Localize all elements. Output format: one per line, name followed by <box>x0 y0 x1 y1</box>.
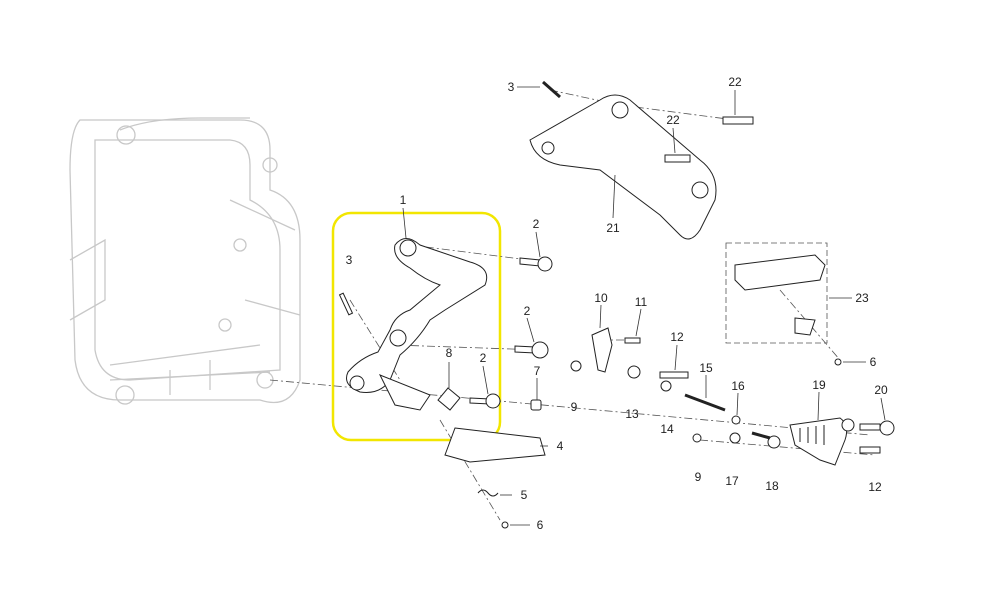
parts <box>338 80 895 529</box>
part-23-footpeg <box>734 254 826 291</box>
highlight-box <box>331 211 502 442</box>
callout-17: 17 <box>725 474 739 488</box>
callout-23: 23 <box>855 291 869 305</box>
callout-11: 11 <box>635 295 648 309</box>
callout-2: 2 <box>480 351 487 365</box>
callout-9: 9 <box>571 400 578 414</box>
part-8-plate <box>437 387 461 411</box>
callout-21: 21 <box>606 221 620 235</box>
callout-5: 5 <box>521 488 528 502</box>
callout-6: 6 <box>537 518 544 532</box>
callout-2: 2 <box>533 217 540 231</box>
group-box-23 <box>725 242 828 344</box>
callout-22: 22 <box>728 75 742 89</box>
part-21-bracket <box>529 94 717 240</box>
callout-6: 6 <box>870 355 877 369</box>
callout-8: 8 <box>446 346 453 360</box>
part-3-pin <box>338 292 354 316</box>
part-4-footpeg <box>444 427 546 463</box>
part-2-bolt <box>519 257 541 267</box>
callout-9: 9 <box>695 470 702 484</box>
part-10-arm <box>591 327 613 373</box>
part-1-bracket <box>346 238 488 393</box>
part-5-spring <box>477 489 499 497</box>
callout-4: 4 <box>557 439 564 453</box>
callout-22: 22 <box>666 113 680 127</box>
callout-1: 1 <box>400 193 407 207</box>
callout-19: 19 <box>812 378 826 392</box>
frame-ghost <box>69 117 301 405</box>
callout-3: 3 <box>508 80 515 94</box>
callout-13: 13 <box>625 407 639 421</box>
callout-3: 3 <box>346 253 353 267</box>
leader-lines <box>402 86 886 526</box>
callout-2: 2 <box>524 304 531 318</box>
callout-20: 20 <box>874 383 888 397</box>
callout-12: 12 <box>670 330 684 344</box>
callout-18: 18 <box>765 479 779 493</box>
callout-14: 14 <box>660 422 674 436</box>
part-15-rod <box>684 393 726 412</box>
callout-10: 10 <box>594 291 608 305</box>
part-19-footpeg <box>789 417 848 466</box>
callout-7: 7 <box>534 364 541 378</box>
callout-12: 12 <box>868 480 882 494</box>
part-7 <box>530 399 542 411</box>
callout-15: 15 <box>699 361 713 375</box>
callout-16: 16 <box>731 379 745 393</box>
